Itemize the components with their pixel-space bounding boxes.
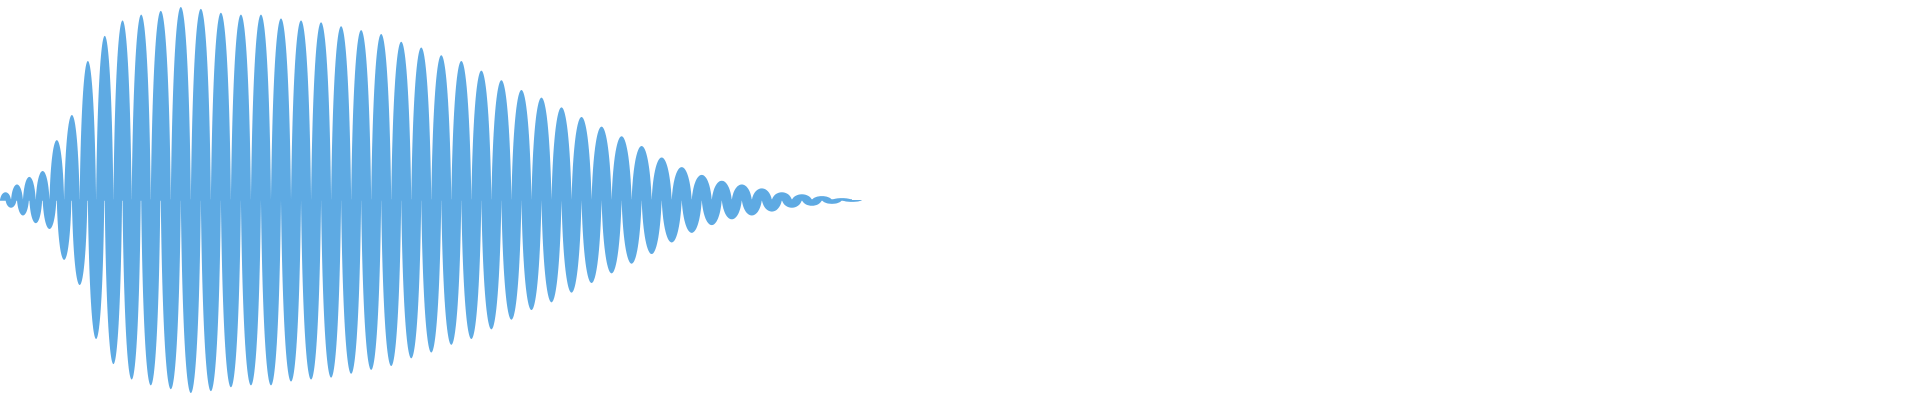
waveform-lobe-lower bbox=[461, 200, 482, 339]
waveform-lobe-lower bbox=[29, 200, 43, 224]
waveform-lobe-upper bbox=[431, 55, 452, 200]
waveform-lobe-lower bbox=[87, 200, 105, 339]
waveform-lobe-upper bbox=[250, 14, 271, 200]
waveform-lobe-lower bbox=[301, 200, 322, 380]
waveform-lobe-lower bbox=[71, 200, 88, 285]
waveform-lobe-lower bbox=[521, 200, 542, 311]
waveform-lobe-upper bbox=[113, 20, 132, 200]
waveform-lobe-lower bbox=[104, 200, 123, 365]
waveform-lobe-upper bbox=[49, 140, 65, 200]
waveform-lobe-upper bbox=[0, 192, 12, 200]
waveform-lobe-lower bbox=[341, 200, 362, 374]
waveform-lobe-upper bbox=[631, 145, 652, 200]
waveform-lobe-upper bbox=[731, 184, 752, 200]
waveform-lobe-lower bbox=[56, 200, 72, 260]
waveform-lobe-lower bbox=[280, 200, 302, 382]
waveform-lobe-upper bbox=[671, 167, 692, 200]
waveform-lobe-lower bbox=[681, 200, 702, 233]
waveform-lobe-lower bbox=[141, 200, 161, 386]
waveform-lobe-lower bbox=[561, 200, 582, 293]
waveform-lobe-upper bbox=[22, 176, 36, 200]
waveform-lobe-lower bbox=[180, 200, 201, 394]
waveform-lobe-lower bbox=[260, 200, 281, 386]
waveform-lobe-lower bbox=[240, 200, 261, 386]
waveform-lobe-upper bbox=[331, 26, 352, 200]
waveform-lobe-upper bbox=[96, 35, 114, 200]
waveform-lobe-lower bbox=[421, 200, 442, 353]
waveform-lobe-upper bbox=[351, 30, 372, 200]
waveform-lobe-upper bbox=[391, 41, 412, 200]
waveform-lobe-upper bbox=[811, 196, 832, 200]
waveform-lobe-lower bbox=[361, 200, 382, 370]
waveform-lobe-upper bbox=[751, 188, 772, 200]
waveform-lobe-upper bbox=[230, 14, 251, 200]
waveform-lobes bbox=[0, 6, 863, 394]
waveform-lobe-lower bbox=[741, 200, 762, 216]
waveform-lobe-upper bbox=[190, 8, 211, 200]
waveform-lobe-upper bbox=[551, 107, 572, 200]
waveform-lobe-upper bbox=[270, 18, 292, 200]
waveform-lobe-lower bbox=[581, 200, 602, 284]
waveform-lobe-lower bbox=[541, 200, 562, 303]
waveform-lobe-lower bbox=[381, 200, 402, 367]
waveform-lobe-lower bbox=[601, 200, 622, 274]
waveform-lobe-upper bbox=[291, 20, 312, 200]
waveform-lobe-upper bbox=[591, 126, 612, 200]
waveform-lobe-upper bbox=[791, 194, 812, 200]
waveform-lobe-upper bbox=[371, 33, 392, 200]
waveform-lobe-upper bbox=[471, 70, 492, 200]
waveform-lobe-lower bbox=[5, 200, 17, 208]
waveform-lobe-upper bbox=[651, 157, 672, 200]
waveform-lobe-upper bbox=[571, 116, 592, 200]
waveform-lobe-lower bbox=[401, 200, 422, 359]
waveform-lobe-upper bbox=[311, 22, 332, 200]
waveform-lobe-upper bbox=[611, 136, 632, 200]
waveform-lobe-upper bbox=[79, 61, 97, 200]
waveform-lobe-upper bbox=[771, 192, 792, 200]
waveform-lobe-lower bbox=[481, 200, 502, 330]
waveform-lobe-lower bbox=[801, 200, 822, 206]
waveform-lobe-upper bbox=[35, 171, 50, 200]
waveform-lobe-lower bbox=[42, 200, 57, 229]
waveform-lobe-upper bbox=[711, 180, 732, 200]
waveform-lobe-upper bbox=[210, 12, 231, 200]
waveform-lobe-upper bbox=[150, 10, 171, 200]
waveform-lobe-upper bbox=[131, 14, 151, 200]
waveform-lobe-lower bbox=[16, 200, 29, 216]
waveform-lobe-lower bbox=[220, 200, 241, 388]
waveform-lobe-upper bbox=[691, 174, 712, 200]
waveform-lobe-lower bbox=[501, 200, 522, 320]
waveform-lobe-lower bbox=[160, 200, 181, 390]
waveform-lobe-lower bbox=[721, 200, 742, 220]
waveform-lobe-upper bbox=[451, 61, 472, 200]
waveform-lobe-lower bbox=[621, 200, 642, 264]
waveform-lobe-lower bbox=[821, 200, 842, 204]
waveform-lobe-lower bbox=[701, 200, 722, 226]
waveform-lobe-upper bbox=[491, 80, 512, 200]
waveform-lobe-lower bbox=[321, 200, 342, 378]
waveform-lobe-lower bbox=[441, 200, 462, 345]
waveform-lobe-upper bbox=[64, 115, 80, 200]
waveform-lobe-lower bbox=[200, 200, 221, 392]
waveform-lobe-upper bbox=[511, 89, 532, 200]
waveform-lobe-upper bbox=[411, 47, 432, 200]
waveform-lobe-upper bbox=[170, 6, 191, 200]
waveform-lobe-lower bbox=[122, 200, 141, 380]
waveform-lobe-upper bbox=[11, 184, 23, 200]
waveform-lobe-lower bbox=[661, 200, 682, 243]
waveform-lobe-lower bbox=[761, 200, 782, 212]
waveform-lobe-lower bbox=[781, 200, 802, 208]
waveform-lobe-upper bbox=[531, 97, 552, 200]
waveform-lobe-lower bbox=[641, 200, 662, 255]
